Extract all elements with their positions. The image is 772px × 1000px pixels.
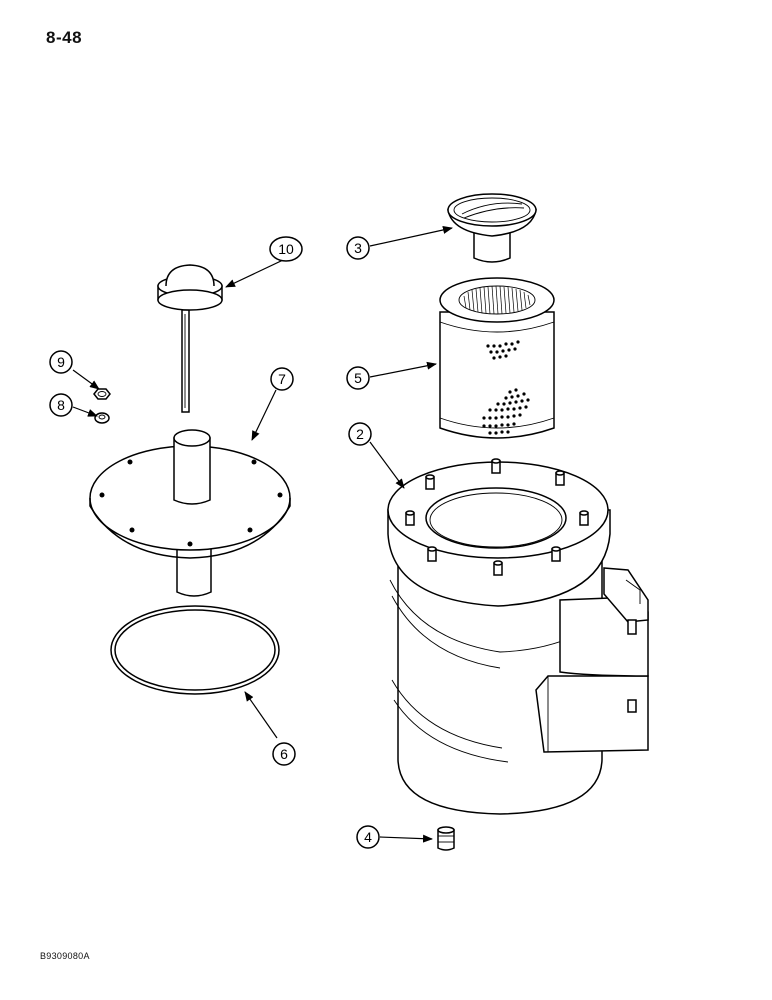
callout-8: 8	[49, 393, 73, 417]
callout-6: 6	[272, 742, 296, 766]
part-5-filter-element	[439, 277, 555, 439]
part-7-cover-plate	[89, 429, 291, 597]
part-8-washer	[94, 412, 110, 424]
callout-2: 2	[348, 422, 372, 446]
callout-6-label: 6	[280, 746, 288, 762]
callout-7: 7	[270, 367, 294, 391]
part-10-dipstick-cap	[157, 264, 223, 413]
figure-id: B9309080A	[40, 951, 90, 961]
page-number: 8-48	[46, 28, 83, 47]
leader-lines	[72, 226, 453, 843]
housing-studs	[405, 458, 589, 576]
callout-3-label: 3	[354, 240, 362, 256]
callout-5-label: 5	[354, 370, 362, 386]
part-4-plug	[437, 826, 455, 851]
callout-5: 5	[346, 366, 370, 390]
callout-9-label: 9	[57, 354, 65, 370]
callout-9: 9	[49, 350, 73, 374]
callout-10-label: 10	[278, 241, 294, 257]
part-3-top-cap	[447, 193, 537, 263]
callout-10: 10	[269, 236, 303, 262]
callout-2-label: 2	[356, 426, 364, 442]
callout-8-label: 8	[57, 397, 65, 413]
part-2-housing	[387, 458, 649, 815]
callout-7-label: 7	[278, 371, 286, 387]
part-9-nut	[93, 388, 111, 400]
callout-4: 4	[356, 825, 380, 849]
part-6-o-ring	[110, 605, 280, 695]
filter-perforations	[482, 340, 530, 435]
callout-4-label: 4	[364, 829, 372, 845]
callout-3: 3	[346, 236, 370, 260]
filter-pleats	[463, 285, 531, 315]
